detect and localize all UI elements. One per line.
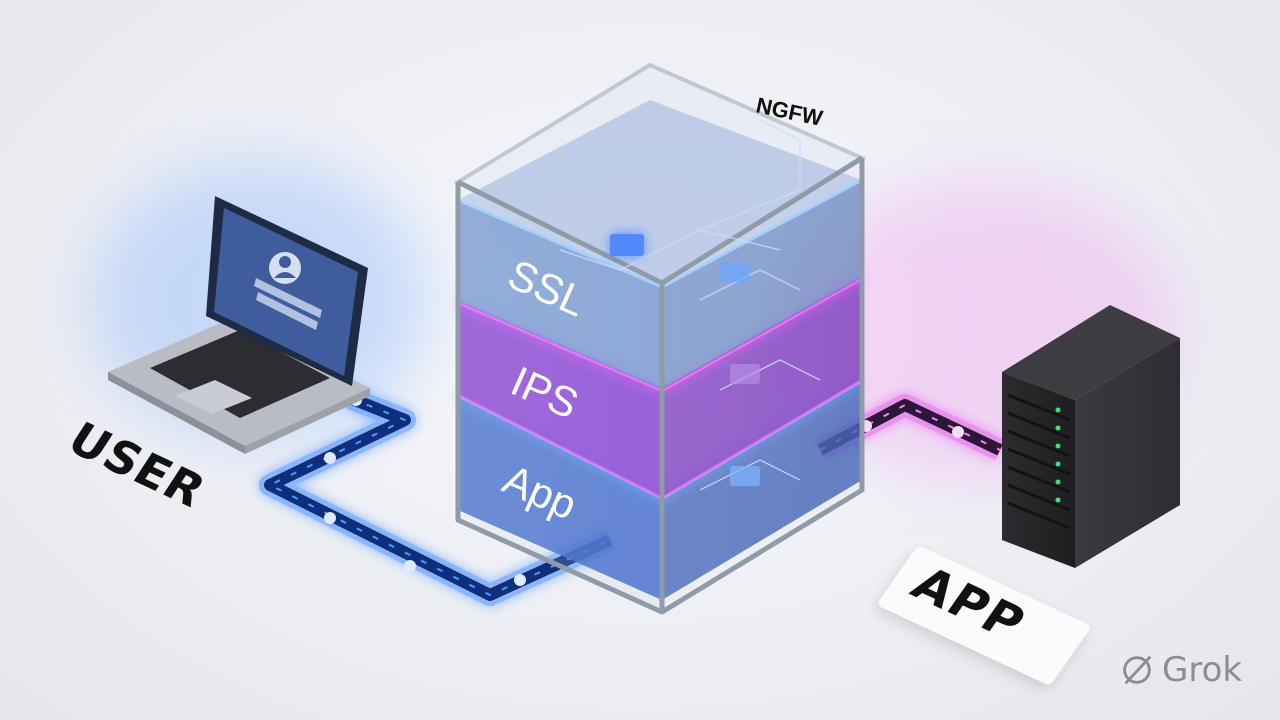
server-status-leds [1055,407,1061,503]
packet-icon [404,560,416,572]
packet-icon [730,364,760,384]
packet-icon [324,512,336,524]
lock-icon [610,234,644,256]
grok-watermark-text: Grok [1162,650,1243,690]
server-tower-icon [1002,305,1180,568]
user-flow-path [259,387,615,606]
packet-icon [324,452,336,464]
packet-icon [730,466,760,486]
ngfw-firewall: NGFW SSL IPS App [453,62,867,615]
laptop-icon [108,196,370,454]
grok-watermark: Grok [1118,650,1242,690]
circuit-lines [559,119,821,491]
packet-icon [720,262,750,282]
grok-logo-icon [1123,655,1152,685]
packet-icon [514,574,526,586]
user-avatar-icon [269,252,301,284]
packet-icon [952,426,964,438]
